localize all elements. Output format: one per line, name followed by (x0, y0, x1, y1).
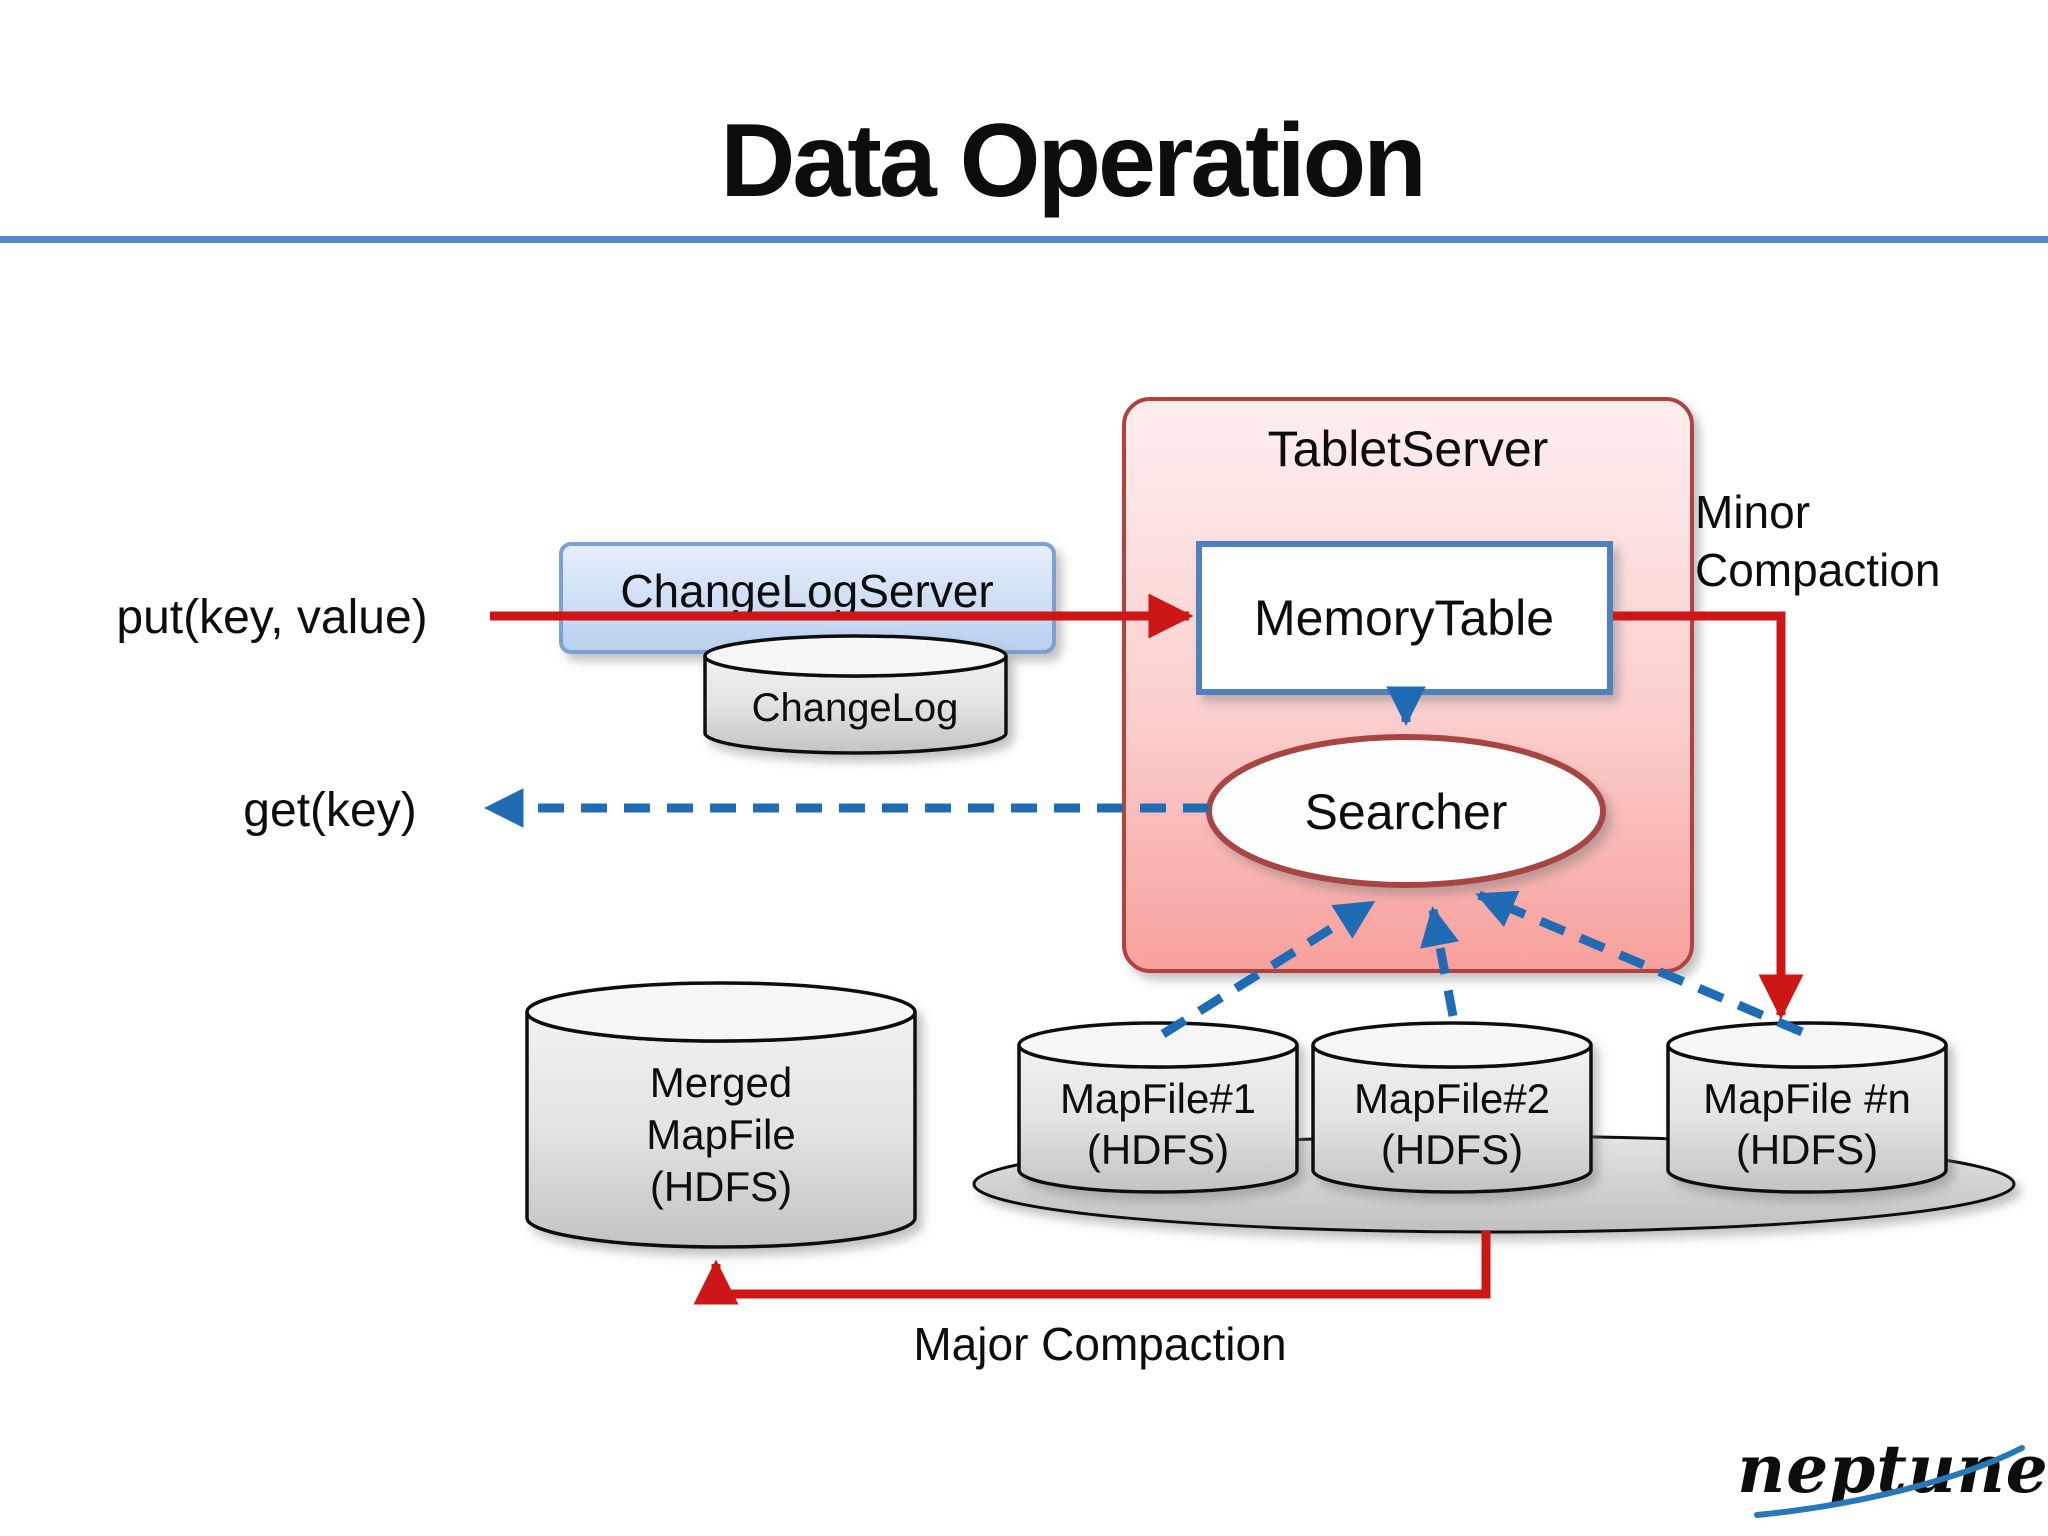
major-compaction-arrow (693, 1231, 1491, 1305)
minor-compaction-label-line2: Compaction (1695, 544, 1940, 596)
mapfile-n-cylinder (1666, 1021, 1948, 1194)
searcher-label: Searcher (1305, 784, 1508, 840)
mapfile-n-to-searcher-arrow (1475, 890, 1804, 1037)
mapfile1-cylinder-lid (1017, 1021, 1299, 1069)
mapfile1-label-line2: (HDFS) (1087, 1126, 1229, 1173)
changelog-cylinder (703, 634, 1008, 755)
merged-mapfile-cylinder (525, 981, 917, 1249)
mapfile-n-label-line2: (HDFS) (1736, 1126, 1878, 1173)
changelogserver-label: ChangeLogServer (620, 565, 993, 617)
put-label: put(key, value) (116, 591, 427, 644)
merged-mapfile-label-line1: Merged (650, 1059, 792, 1106)
title-rule (0, 236, 2048, 243)
mapfile1-label-line1: MapFile#1 (1060, 1075, 1256, 1122)
major-compaction-label: Major Compaction (913, 1318, 1286, 1370)
mapfile2-cylinder (1311, 1021, 1593, 1194)
mapfile1-cylinder (1017, 1021, 1299, 1194)
changelog-label: ChangeLog (752, 686, 959, 730)
mapfile2-label-line2: (HDFS) (1381, 1126, 1523, 1173)
merged-mapfile-cylinder-lid (525, 981, 917, 1043)
changelog-cylinder-lid (703, 634, 1008, 678)
neptune-logo-text: neptune (1737, 1430, 2048, 1508)
merged-mapfile-label-line2: MapFile (646, 1111, 795, 1158)
mapfile-n-label-line1: MapFile #n (1703, 1075, 1911, 1122)
get-label: get(key) (243, 784, 416, 837)
memorytable-label: MemoryTable (1254, 590, 1554, 646)
mapfile2-cylinder-lid (1311, 1021, 1593, 1069)
mapfile2-to-searcher-arrow (1420, 906, 1460, 1017)
mapfile-n-cylinder-lid (1666, 1021, 1948, 1069)
tabletserver-label: TabletServer (1268, 421, 1549, 477)
slide-title: Data Operation (720, 103, 1423, 219)
minor-compaction-arrow (1613, 611, 1804, 1020)
neptune-logo: neptune (1737, 1430, 2048, 1518)
merged-mapfile-label-line3: (HDFS) (650, 1163, 792, 1210)
neptune-logo-swoosh (1754, 1445, 2025, 1518)
mapfile2-label-line1: MapFile#2 (1354, 1075, 1550, 1122)
minor-compaction-label-line1: Minor (1695, 486, 1810, 538)
